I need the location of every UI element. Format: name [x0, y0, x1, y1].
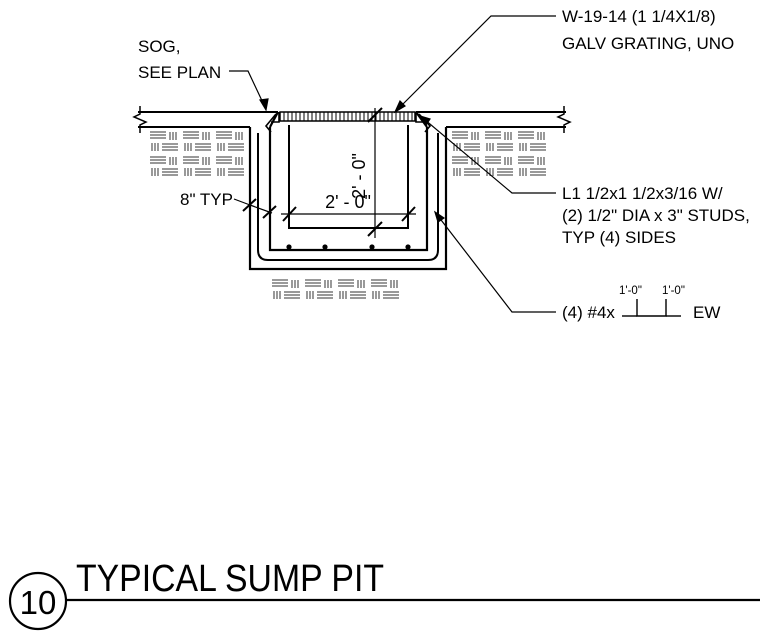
rebar-note-suffix: EW [693, 303, 720, 322]
dimension-width [281, 206, 416, 222]
slab-on-grade [138, 111, 566, 128]
sog-note-line2: SEE PLAN [138, 63, 221, 82]
break-line-right [556, 106, 572, 133]
steel-angle-left [264, 112, 280, 133]
soil-hatch-left [149, 131, 245, 177]
rebar-u-bars [257, 125, 439, 261]
dimension-depth-label: 2' - 0" [349, 153, 369, 199]
angle-note-line1: L1 1/2x1 1/2x3/16 W/ [562, 184, 723, 203]
sog-note-line1: SOG, [138, 37, 181, 56]
angle-note-line3: TYP (4) SIDES [562, 228, 676, 247]
rebar-leg-right: 1'-0" [662, 285, 685, 297]
break-line-left [132, 106, 148, 133]
soil-hatch-bottom [271, 279, 400, 300]
leader-grating [393, 15, 556, 114]
grating-note-line2: GALV GRATING, UNO [562, 34, 734, 53]
galv-grating [279, 111, 416, 122]
dimension-depth [367, 107, 383, 238]
wall-thickness-note: 8" TYP [180, 190, 233, 209]
rebar-dots [286, 244, 411, 250]
rebar-note-prefix: (4) #4x [562, 303, 615, 322]
rebar-leg-left: 1'-0" [619, 285, 642, 297]
rebar-bar-shape-symbol [622, 299, 681, 317]
pit-concrete-outline [248, 111, 448, 271]
dimension-wall-thickness [233, 198, 277, 219]
leader-angle [418, 114, 556, 194]
detail-title: TYPICAL SUMP PIT [76, 558, 384, 600]
grating-note-line1: W-19-14 (1 1/4X1/8) [562, 7, 716, 26]
angle-note-line2: (2) 1/2" DIA x 3" STUDS, [562, 206, 750, 225]
dimension-width-label: 2' - 0" [325, 192, 371, 212]
detail-number: 10 [20, 584, 57, 621]
leader-sog [229, 70, 269, 112]
leader-rebar [433, 210, 556, 313]
